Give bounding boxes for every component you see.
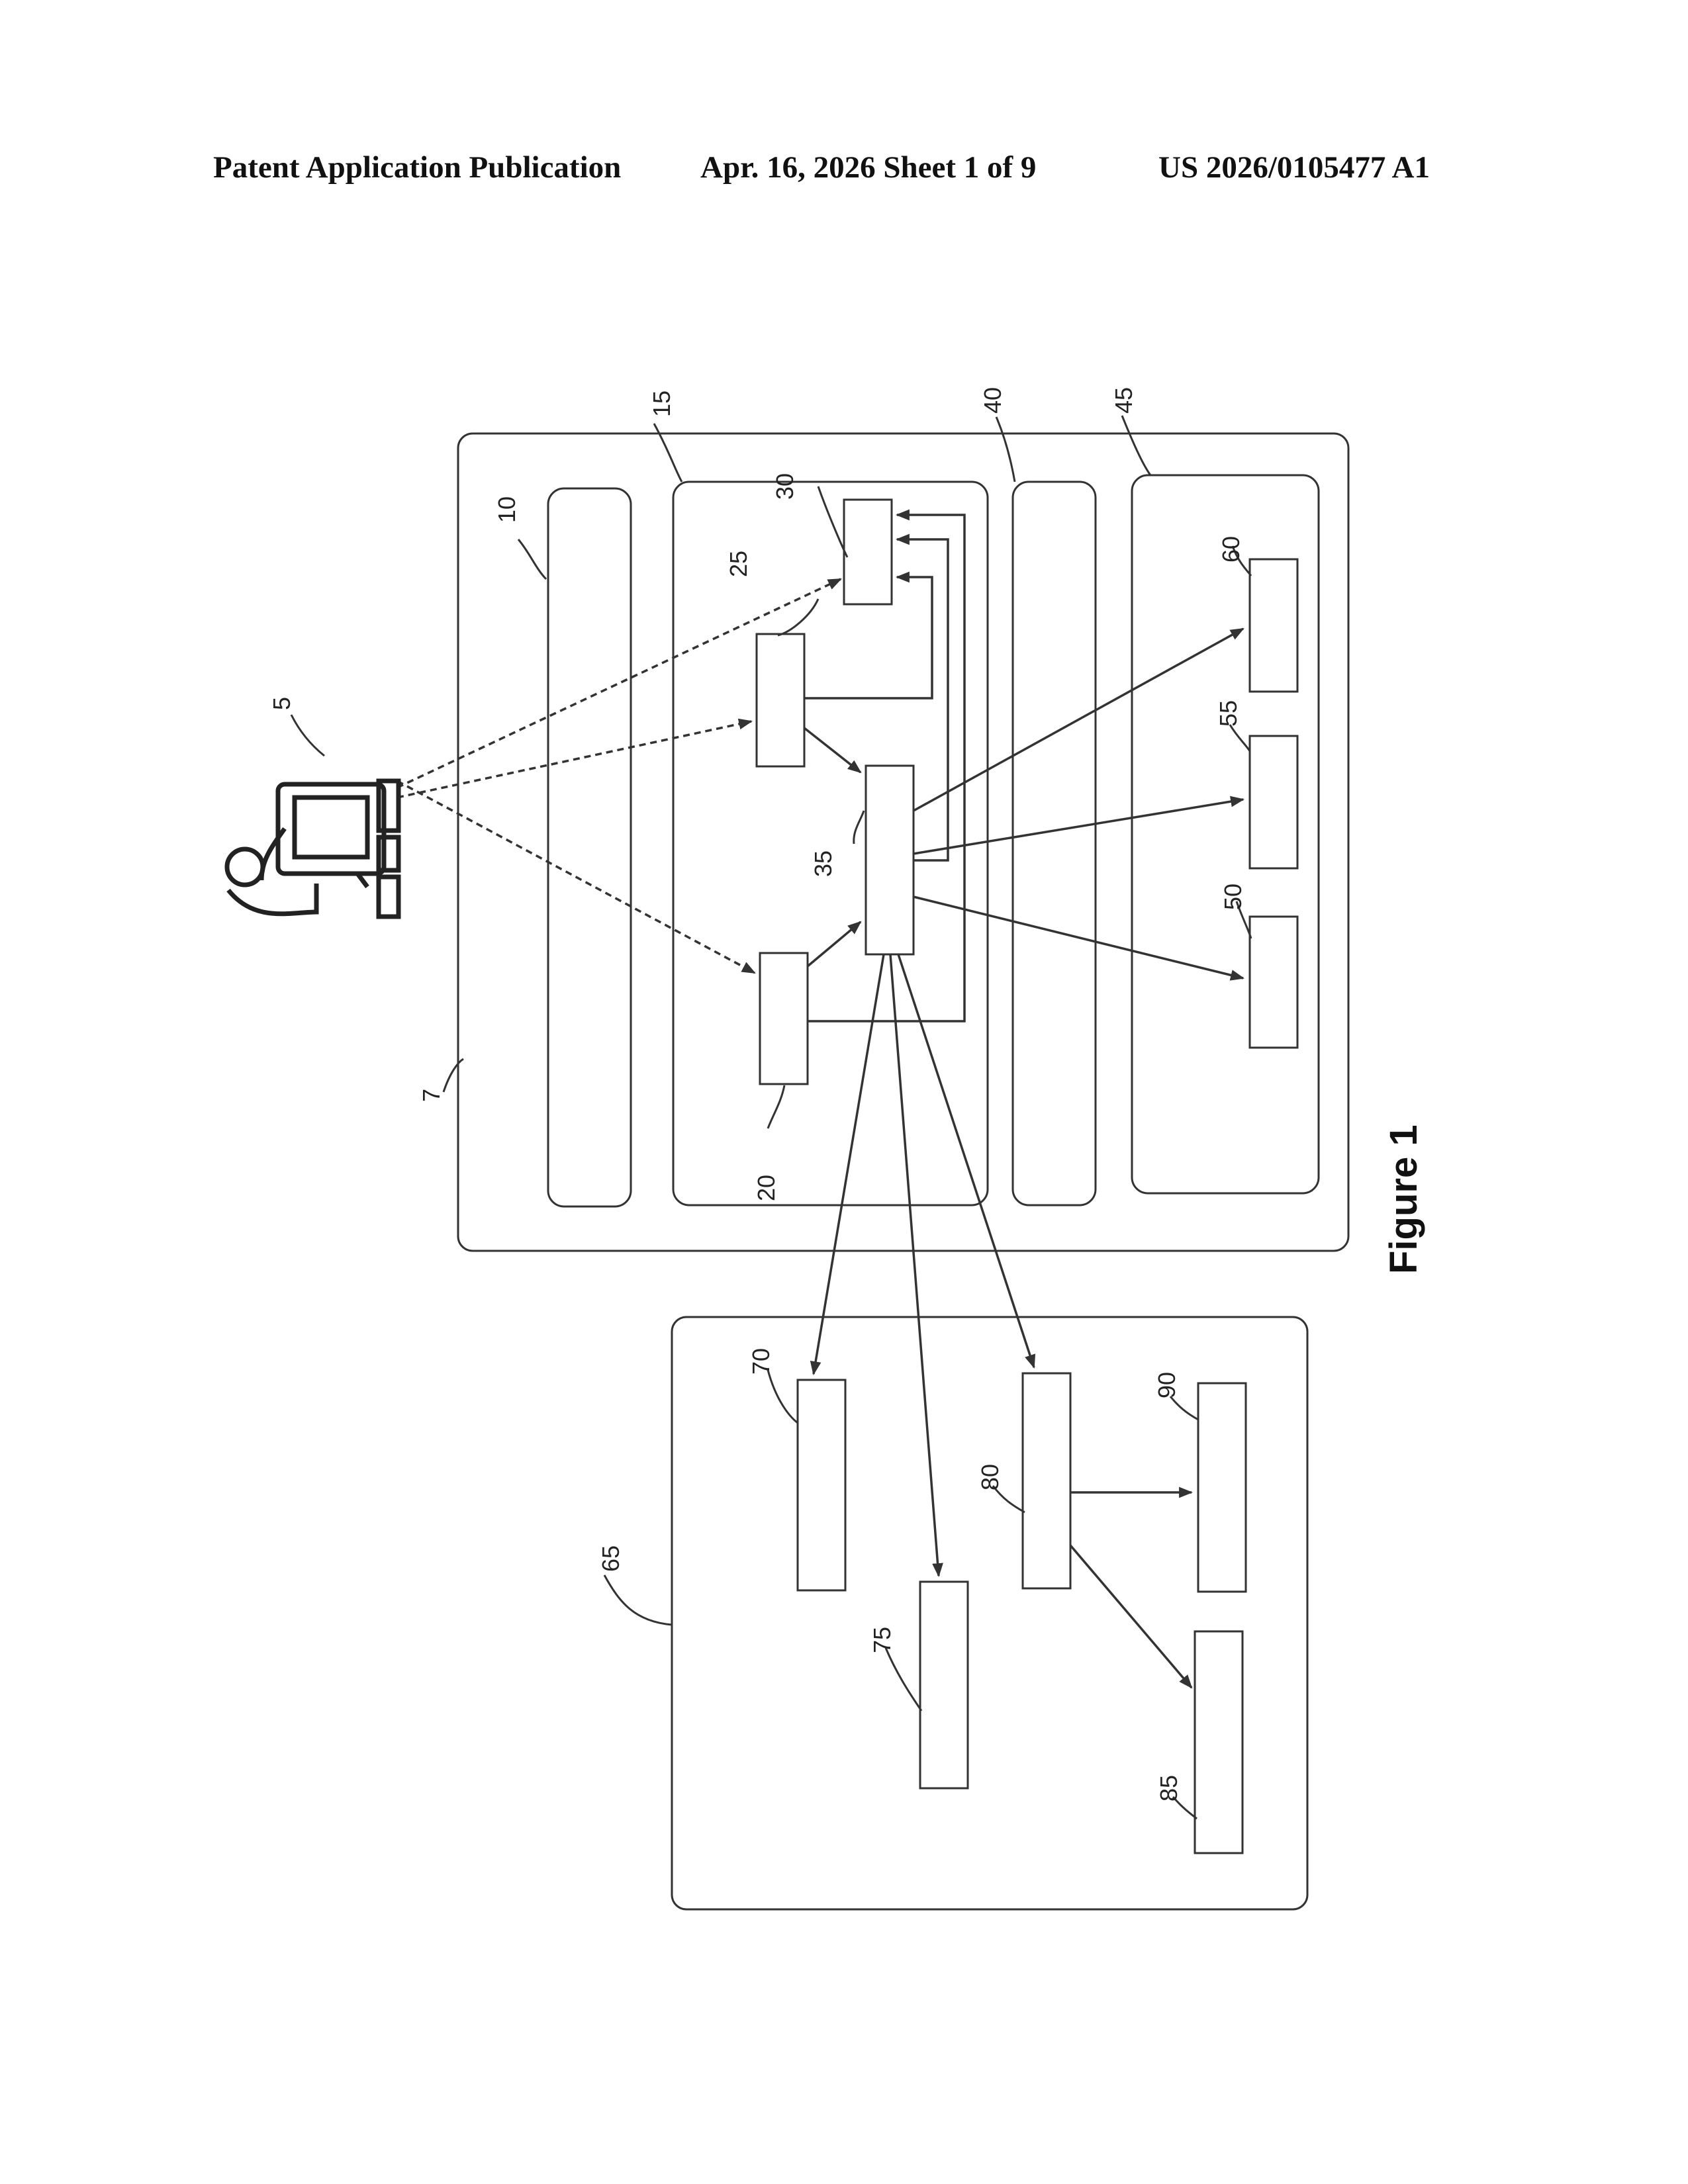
label-35: 35 (810, 850, 837, 877)
arrow-35-to-75 (890, 954, 939, 1576)
module-55-box (1250, 736, 1297, 868)
module-50-box (1250, 917, 1297, 1048)
label-60: 60 (1217, 536, 1244, 563)
user-computer-icon (227, 781, 399, 917)
layer-40-box (1013, 482, 1096, 1205)
arrow-80-to-85 (1070, 1545, 1192, 1688)
layer-10-box (548, 488, 631, 1206)
dashed-user-to-20 (397, 781, 755, 973)
arrow-20-to-35 (808, 922, 861, 966)
label-10: 10 (493, 496, 520, 523)
module-35-box (866, 766, 914, 954)
label-5: 5 (268, 697, 295, 710)
leader-10 (518, 539, 546, 579)
leader-20 (768, 1085, 784, 1128)
label-55: 55 (1215, 700, 1242, 727)
label-50: 50 (1219, 884, 1246, 910)
label-70: 70 (747, 1348, 774, 1375)
module-80-box (1023, 1373, 1070, 1588)
leader-45 (1122, 416, 1150, 475)
leader-70 (768, 1370, 798, 1423)
module-75-box (920, 1582, 968, 1788)
module-20-box (760, 953, 808, 1084)
label-80: 80 (976, 1464, 1004, 1490)
leader-25 (778, 599, 818, 635)
module-85-box (1195, 1631, 1243, 1853)
label-30: 30 (771, 473, 798, 500)
label-15: 15 (648, 390, 675, 417)
arrow-35-to-55 (914, 799, 1243, 854)
arrow-35-to-70 (814, 954, 884, 1374)
label-65: 65 (597, 1545, 624, 1572)
module-25-box (757, 634, 804, 766)
leader-35 (854, 811, 864, 844)
label-90: 90 (1153, 1372, 1180, 1398)
leader-75 (886, 1648, 921, 1711)
label-20: 20 (753, 1175, 780, 1201)
arrow-25-to-35 (804, 728, 861, 772)
module-90-box (1198, 1383, 1246, 1592)
figure-caption: Figure 1 (1382, 1124, 1425, 1274)
module-60-box (1250, 559, 1297, 692)
leader-15 (654, 424, 682, 482)
leader-90 (1170, 1396, 1198, 1420)
leader-7 (444, 1059, 463, 1092)
label-45: 45 (1110, 387, 1137, 414)
label-40: 40 (979, 387, 1006, 414)
label-7: 7 (418, 1089, 445, 1102)
label-25: 25 (725, 551, 752, 577)
leader-5 (291, 715, 324, 756)
module-30-box (844, 500, 892, 604)
leader-30 (818, 486, 847, 557)
arrow-35-to-60 (914, 629, 1243, 811)
layer-15-box (673, 482, 988, 1205)
module-70-box (798, 1380, 845, 1590)
leader-55 (1230, 725, 1250, 751)
dashed-user-to-25 (397, 721, 751, 797)
leader-65 (604, 1575, 672, 1625)
label-75: 75 (868, 1627, 896, 1653)
leader-40 (996, 417, 1015, 482)
label-85: 85 (1155, 1775, 1182, 1801)
arrow-35-to-50 (914, 897, 1243, 978)
